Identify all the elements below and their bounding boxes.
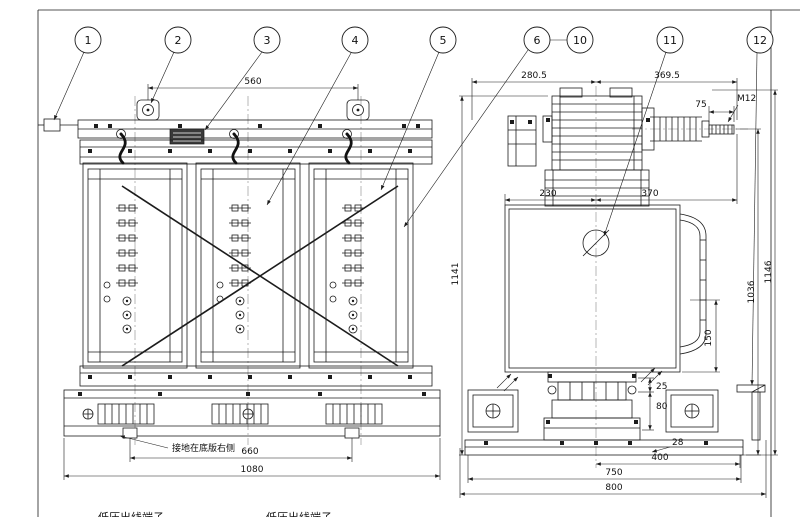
balloon-4-label: 4 <box>352 34 359 47</box>
side-undercarriage <box>543 371 641 441</box>
side-dim-1141: 1141 <box>451 263 461 286</box>
side-dimensions: 280.5 369.5 75 M12 230 370 1141 1036 <box>451 71 778 498</box>
front-dim-560: 560 <box>244 77 261 87</box>
balloon-10: 10 <box>566 26 594 54</box>
thread-spec-m12: M12 <box>737 94 756 104</box>
front-dim-1080: 1080 <box>241 465 264 475</box>
side-body <box>504 204 681 373</box>
balloon-6-label: 6 <box>534 34 541 47</box>
lifting-beam <box>38 99 433 145</box>
side-dim-370: 370 <box>641 189 658 199</box>
side-dim-750: 750 <box>605 468 622 478</box>
caption-lv-terminal-left: 低压出线端子 <box>98 510 164 517</box>
side-dim-1036: 1036 <box>747 280 757 303</box>
roller-left <box>122 427 138 439</box>
balloon-11-label: 11 <box>663 34 677 47</box>
part-balloons: 1 2 3 4 5 6 10 11 12 <box>53 26 774 386</box>
lifting-hole <box>582 229 610 257</box>
side-dim-280-5: 280.5 <box>521 71 547 81</box>
balloon-11: 11 <box>656 26 684 54</box>
roller-right <box>344 427 360 439</box>
front-dim-660: 660 <box>241 447 258 457</box>
base-pad-1 <box>97 403 155 425</box>
side-upper-assembly <box>507 87 655 207</box>
hv-bushing <box>650 116 735 142</box>
balloon-1-label: 1 <box>85 34 92 47</box>
side-dim-80: 80 <box>656 402 668 412</box>
foot-pad-right <box>665 389 719 433</box>
lower-clamp <box>79 365 433 387</box>
support-bracket <box>736 384 766 441</box>
side-dim-400: 400 <box>651 453 668 463</box>
balloon-10-label: 10 <box>573 34 587 47</box>
balloon-3-label: 3 <box>264 34 271 47</box>
side-dim-150: 150 <box>704 329 714 346</box>
front-dimensions: 560 660 1080 接地在底版右侧 <box>63 77 441 480</box>
side-dim-25: 25 <box>656 382 667 392</box>
base-pad-2 <box>211 403 269 425</box>
ground-terminal <box>43 118 61 132</box>
handle <box>679 213 707 355</box>
upper-clamp <box>79 139 433 165</box>
balloon-4: 4 <box>341 26 369 54</box>
balloon-1: 1 <box>74 26 102 54</box>
side-dim-800: 800 <box>605 483 622 493</box>
balloon-2-label: 2 <box>175 34 182 47</box>
side-dim-1146: 1146 <box>764 260 774 283</box>
front-view: 560 660 1080 接地在底版右侧 低压出线端子 低压出线端子 <box>38 77 441 517</box>
ground-note: 接地在底版右侧 <box>172 442 235 454</box>
balloon-2: 2 <box>164 26 192 54</box>
terminal-stud <box>708 124 735 135</box>
caption-lv-terminal-right: 低压出线端子 <box>266 510 332 517</box>
nameplate <box>169 128 205 145</box>
roller-base <box>63 389 441 439</box>
side-dim-230: 230 <box>539 189 556 199</box>
base-pad-3 <box>325 403 383 425</box>
balloon-3: 3 <box>253 26 281 54</box>
balloon-5: 5 <box>429 26 457 54</box>
weld-arrows <box>496 367 663 392</box>
side-dim-369-5: 369.5 <box>654 71 680 81</box>
hv-connection-bars <box>118 132 353 165</box>
balloon-12-label: 12 <box>753 34 767 47</box>
side-view: 280.5 369.5 75 M12 230 370 1141 1036 <box>451 71 778 498</box>
balloon-12: 12 <box>746 26 774 54</box>
drawing-frame <box>37 9 800 517</box>
foot-pad-left <box>467 389 519 433</box>
balloon-5-label: 5 <box>440 34 447 47</box>
balloon-6: 6 <box>523 26 551 54</box>
side-dim-28: 28 <box>672 438 684 448</box>
bracing-rods <box>121 185 399 367</box>
side-dim-75: 75 <box>695 100 706 110</box>
side-base <box>464 439 744 456</box>
